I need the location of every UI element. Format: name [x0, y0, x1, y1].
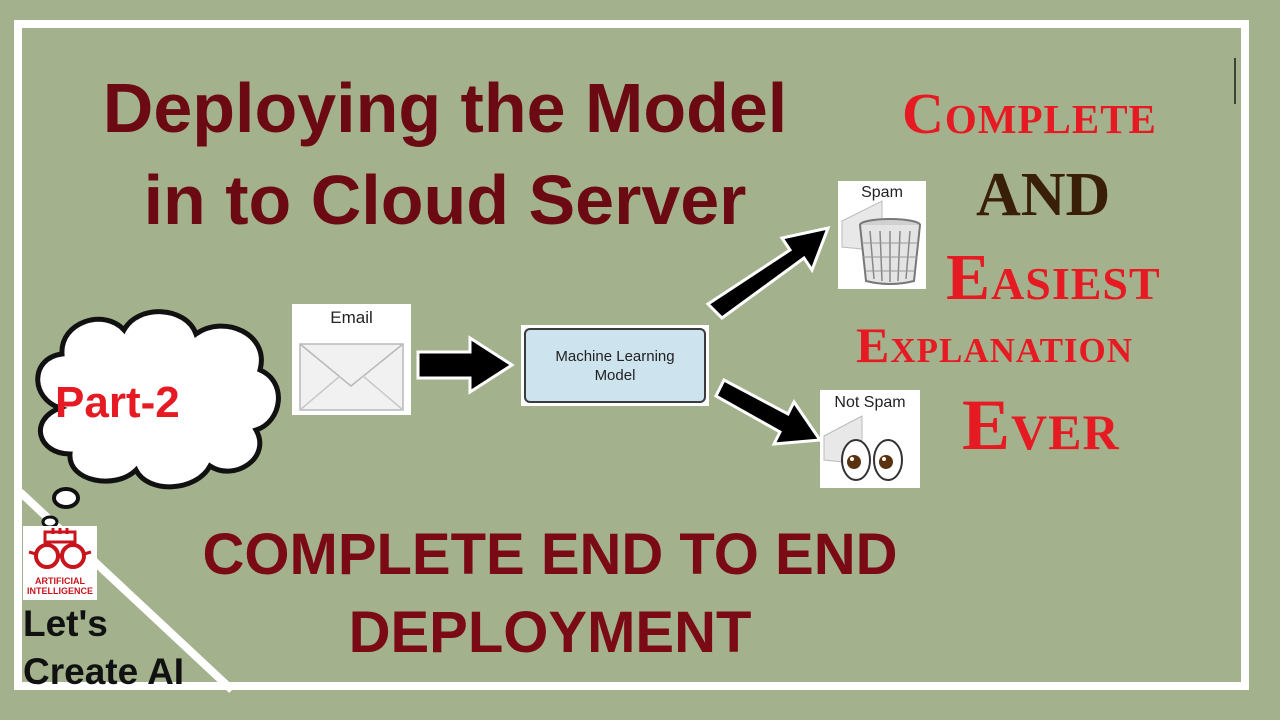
tagline-explanation: Explanation	[856, 317, 1134, 373]
arrow-model-to-spam	[705, 225, 831, 320]
channel-name: Let's Create AI	[23, 600, 184, 696]
spam-card: Spam	[838, 181, 926, 289]
title-line-2: in to Cloud Server	[143, 161, 747, 239]
arrow-email-to-model	[416, 335, 515, 395]
eyes-icon	[823, 415, 903, 481]
bottom-line-1: COMPLETE END TO END	[202, 522, 898, 587]
tagline-easiest: Easiest	[946, 241, 1161, 314]
trash-bin-icon	[841, 200, 921, 285]
white-frame	[14, 20, 1249, 690]
part-badge: Part-2	[55, 378, 180, 427]
bottom-line-2: DEPLOYMENT	[348, 600, 752, 665]
tagline-complete: Complete	[902, 81, 1157, 146]
not-spam-label: Not Spam	[834, 394, 906, 411]
frame-tick	[1234, 58, 1236, 104]
ml-model-label-line-1: Machine Learning	[555, 347, 675, 365]
title-line-1: Deploying the Model	[102, 69, 788, 147]
bottom-headline: COMPLETE END TO END DEPLOYMENT	[140, 516, 960, 672]
channel-logo: ARTIFICIAL INTELLIGENCE	[23, 526, 97, 600]
robot-glasses-icon	[28, 528, 92, 569]
tagline-and: AND	[976, 161, 1111, 229]
arrow-model-to-notspam	[714, 377, 823, 446]
logo-line-2: INTELLIGENCE	[26, 586, 93, 596]
brand-line-2: Create AI	[23, 651, 185, 692]
envelope-icon	[299, 343, 404, 411]
tagline-ever: Ever	[962, 385, 1120, 465]
logo-line-1: ARTIFICIAL	[35, 576, 85, 586]
email-card: Email	[292, 304, 411, 415]
logo-text: ARTIFICIAL INTELLIGENCE	[23, 576, 97, 596]
ml-model-label: Machine Learning Model	[524, 328, 706, 403]
ml-model-label-line-2: Model	[594, 366, 636, 384]
page-title: Deploying the Model in to Cloud Server	[40, 62, 850, 246]
not-spam-card: Not Spam	[820, 390, 920, 488]
ml-model-box: Machine Learning Model	[521, 325, 709, 406]
brand-line-1: Let's	[23, 603, 108, 644]
thought-cloud-icon	[35, 309, 281, 529]
spam-label: Spam	[861, 184, 903, 201]
email-label: Email	[330, 308, 373, 327]
